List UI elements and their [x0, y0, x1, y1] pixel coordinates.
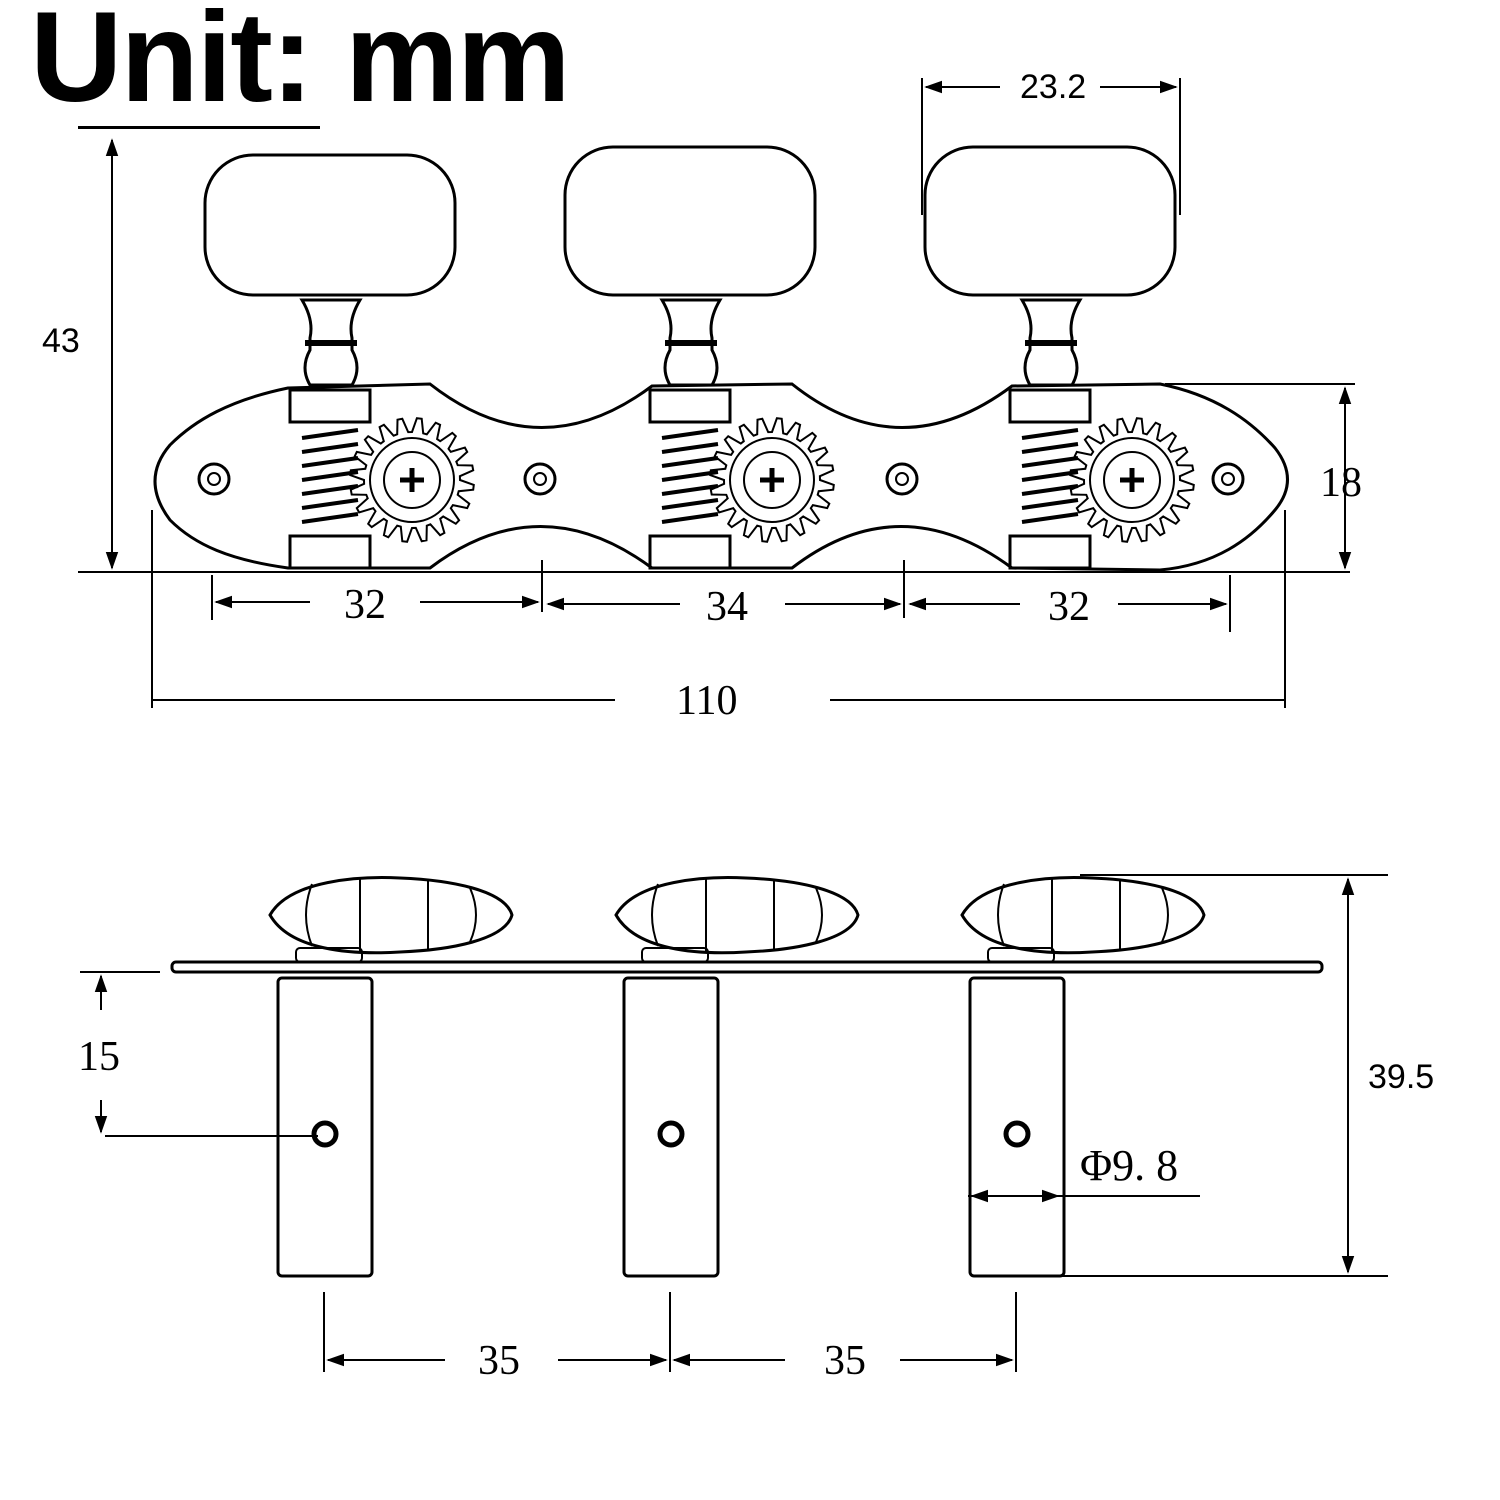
tuner-unit-1 — [203, 153, 457, 570]
dim-string-hole-offset — [80, 971, 318, 1137]
bushing-top — [288, 388, 372, 424]
label-spacing-right: 32 — [1048, 584, 1090, 630]
label-spacing-left: 32 — [344, 582, 386, 628]
string-hole — [311, 1120, 339, 1148]
knob-shaft — [299, 298, 363, 387]
label-total-length: 110 — [676, 678, 737, 724]
knob-shaft — [659, 298, 723, 387]
label-roller-spacing-right: 35 — [824, 1338, 866, 1384]
screw-icon — [1120, 468, 1144, 492]
side-bushing — [987, 947, 1055, 963]
mounting-holes — [197, 462, 1245, 496]
gear-1 — [349, 417, 475, 543]
side-bushing — [641, 947, 709, 963]
side-knob — [960, 876, 1206, 955]
side-view — [80, 874, 1388, 1372]
bushing-top — [1008, 388, 1092, 424]
side-unit-1 — [268, 876, 514, 1278]
screw-icon — [760, 468, 784, 492]
label-roller-spacing-left: 35 — [478, 1338, 520, 1384]
dim-total-height — [1060, 874, 1388, 1277]
label-total-height: 39.5 — [1368, 1058, 1434, 1096]
label-plate-height: 18 — [1320, 460, 1362, 506]
bushing-bottom — [1008, 534, 1092, 570]
dim-hole-spacing — [211, 560, 1231, 632]
worm-spring — [301, 428, 359, 524]
side-unit-2 — [614, 876, 860, 1278]
gear-2 — [709, 417, 835, 543]
dim-roller-spacing — [323, 1292, 1017, 1372]
label-height: 43 — [42, 322, 80, 360]
string-hole — [657, 1120, 685, 1148]
knob — [563, 145, 817, 297]
bushing-bottom — [648, 534, 732, 570]
top-view — [78, 78, 1355, 708]
bushing-bottom — [288, 534, 372, 570]
label-roller-diameter: Φ9. 8 — [1080, 1141, 1178, 1190]
worm-spring — [1021, 428, 1079, 524]
roller-post — [622, 976, 720, 1278]
gear-teeth — [349, 417, 1195, 543]
dim-total-length — [151, 510, 1286, 708]
string-hole — [1003, 1120, 1031, 1148]
knob — [923, 145, 1177, 297]
tuner-unit-2 — [563, 145, 817, 570]
knob-shaft — [1019, 298, 1083, 387]
roller-post — [968, 976, 1066, 1278]
label-string-hole-offset: 15 — [78, 1034, 120, 1080]
worm-spring — [661, 428, 719, 524]
title-underline — [78, 126, 320, 129]
dim-knob-width — [921, 78, 1181, 215]
unit-title: Unit: mm — [30, 0, 571, 129]
tuner-unit-3 — [923, 145, 1177, 570]
side-knob — [268, 876, 514, 955]
side-unit-3 — [960, 876, 1206, 1278]
side-knob — [614, 876, 860, 955]
plate-edge — [170, 960, 1324, 974]
bushing-top — [648, 388, 732, 424]
roller-post — [276, 976, 374, 1278]
knob — [203, 153, 457, 297]
dim-plate-height — [1165, 383, 1355, 570]
screw-icon — [400, 468, 424, 492]
label-spacing-middle: 34 — [706, 584, 748, 630]
label-knob-width: 23.2 — [1020, 68, 1086, 106]
gear-3 — [1069, 417, 1195, 543]
side-bushing — [295, 947, 363, 963]
